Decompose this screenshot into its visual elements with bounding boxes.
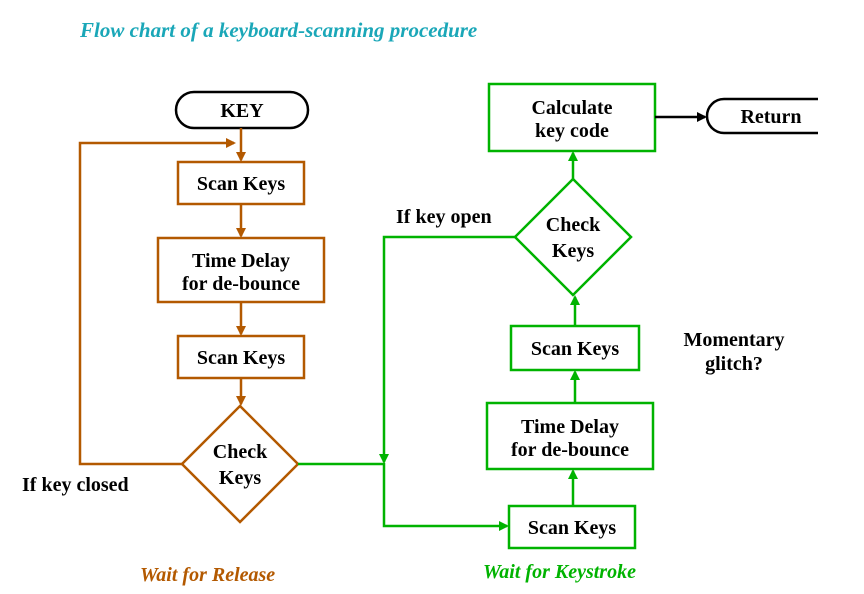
- calculate-label-2: key code: [535, 120, 609, 142]
- key-start-terminal: KEY: [174, 90, 310, 130]
- calculate-key-code-box: Calculate key code: [487, 82, 657, 153]
- diagram-title: Flow chart of a keyboard-scanning proced…: [80, 18, 478, 42]
- release-scan-keys-box-1: Scan Keys: [176, 160, 306, 206]
- release-time-delay-box: Time Delay for de-bounce: [156, 236, 326, 304]
- wait-for-release-label: Wait for Release: [140, 564, 276, 586]
- momentary-glitch-line-1: Momentary: [683, 329, 785, 351]
- release-check-label-1: Check: [213, 441, 268, 463]
- keystroke-scan-keys-label-2: Scan Keys: [531, 338, 620, 360]
- keystroke-check-keys-diamond: Check Keys: [513, 177, 633, 297]
- release-scan-keys-box-2: Scan Keys: [176, 334, 306, 380]
- release-flow: KEY Scan Keys Time Delay for de-bounce S…: [78, 90, 326, 524]
- keystroke-time-delay-label-1: Time Delay: [521, 416, 619, 438]
- keystroke-time-delay-label-2: for de-bounce: [511, 439, 629, 461]
- keystroke-scan-keys-label-1: Scan Keys: [528, 517, 617, 539]
- keystroke-check-label-1: Check: [546, 214, 601, 236]
- if-key-open-label: If key open: [396, 206, 492, 228]
- release-check-keys-diamond: Check Keys: [180, 404, 300, 524]
- return-terminal: Return: [705, 97, 818, 135]
- loop-back-arrow-key-closed: [78, 138, 236, 466]
- release-time-delay-label-2: for de-bounce: [182, 273, 300, 295]
- arrow-release-to-keystroke-scan: [298, 462, 509, 531]
- keystroke-check-label-2: Keys: [552, 240, 594, 262]
- keystroke-time-delay-box: Time Delay for de-bounce: [485, 401, 655, 471]
- calculate-label-1: Calculate: [531, 97, 612, 119]
- arrow-key-open-loop: [379, 235, 515, 464]
- momentary-glitch-label: Momentary glitch?: [672, 328, 796, 376]
- momentary-glitch-line-2: glitch?: [705, 353, 763, 375]
- release-check-label-2: Keys: [219, 467, 261, 489]
- keystroke-flow: Scan Keys Time Delay for de-bounce Scan …: [298, 82, 818, 550]
- keystroke-scan-keys-box-2: Scan Keys: [509, 324, 641, 372]
- release-scan-keys-label-2: Scan Keys: [197, 347, 286, 369]
- key-start-label: KEY: [220, 100, 264, 122]
- release-time-delay-label-1: Time Delay: [192, 250, 290, 272]
- wait-for-keystroke-label: Wait for Keystroke: [483, 561, 636, 583]
- release-scan-keys-label-1: Scan Keys: [197, 173, 286, 195]
- keystroke-scan-keys-box-1: Scan Keys: [507, 504, 637, 550]
- if-key-closed-label: If key closed: [22, 474, 129, 496]
- return-label: Return: [740, 106, 801, 128]
